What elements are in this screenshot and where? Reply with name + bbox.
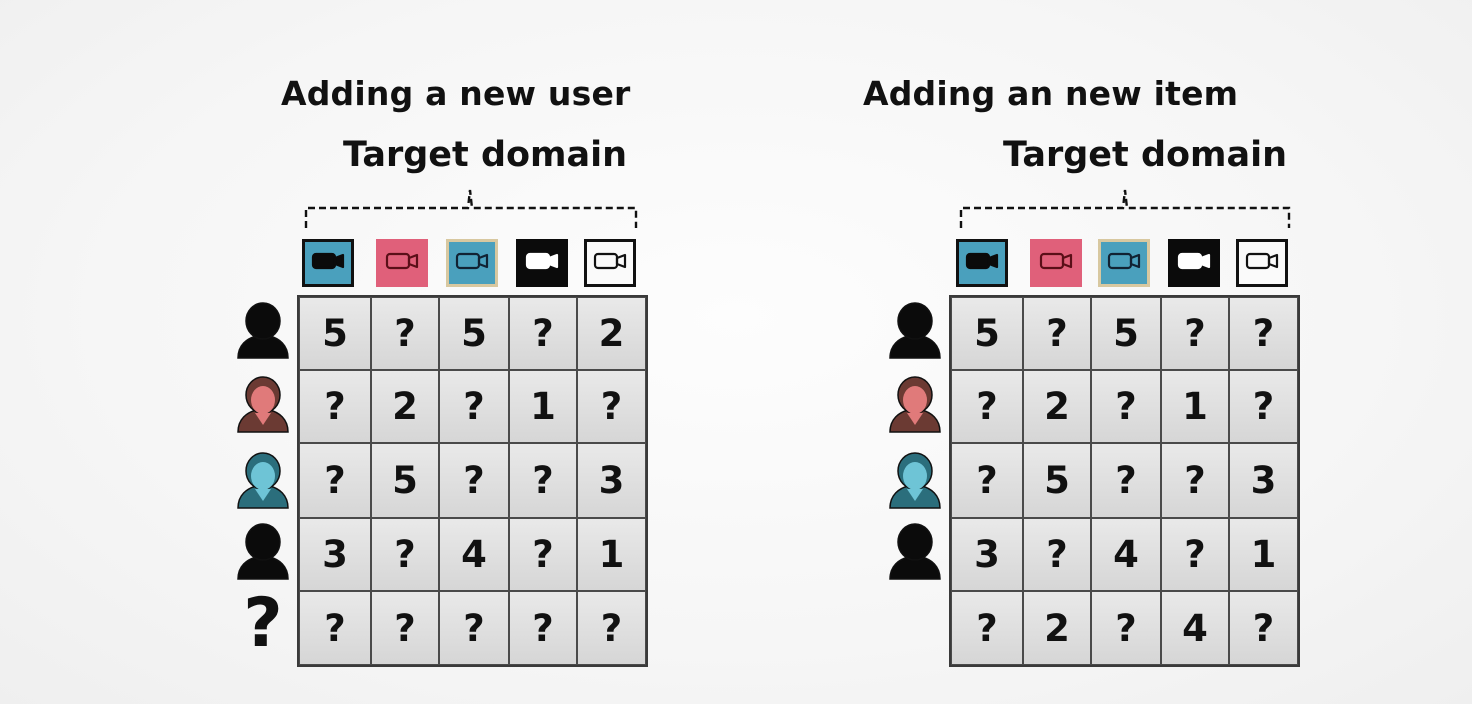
matrix-cell: ? bbox=[371, 297, 439, 370]
matrix-cell: ? bbox=[1161, 297, 1229, 370]
target-domain-brace bbox=[959, 189, 1291, 228]
item-2 bbox=[446, 239, 498, 287]
matrix-cell: 2 bbox=[1023, 370, 1091, 443]
matrix-cell: 5 bbox=[299, 297, 371, 370]
item-4 bbox=[584, 239, 636, 287]
item-3 bbox=[1168, 239, 1220, 287]
user-1 bbox=[886, 375, 944, 437]
user-teal-icon bbox=[887, 451, 943, 513]
panel-title: Adding a new user bbox=[281, 74, 631, 113]
new-user-question-mark: ? bbox=[243, 584, 283, 663]
matrix-cell: ? bbox=[1023, 518, 1091, 591]
new-user-placeholder: ? bbox=[234, 590, 292, 658]
user-3 bbox=[886, 522, 944, 584]
camera-icon bbox=[385, 251, 419, 275]
matrix-cell: 5 bbox=[1091, 297, 1161, 370]
user-red-icon bbox=[235, 375, 291, 437]
user-black-icon bbox=[235, 301, 291, 363]
matrix-cell: ? bbox=[577, 591, 646, 665]
user-black-icon bbox=[235, 522, 291, 584]
matrix-cell: ? bbox=[951, 370, 1023, 443]
camera-icon bbox=[455, 251, 489, 275]
matrix-cell: ? bbox=[1091, 443, 1161, 518]
matrix-cell: 1 bbox=[1229, 518, 1298, 591]
user-1 bbox=[234, 375, 292, 437]
rating-matrix: 5 ? 5 ? 2 ? 2 ? 1 ? ? 5 ? ? 3 3 ? 4 ? 1 … bbox=[297, 295, 648, 667]
matrix-cell: 2 bbox=[371, 370, 439, 443]
camera-icon bbox=[1039, 251, 1073, 275]
item-1 bbox=[1030, 239, 1082, 287]
matrix-cell: 2 bbox=[577, 297, 646, 370]
matrix-cell: 2 bbox=[1023, 591, 1091, 665]
matrix-cell: 3 bbox=[577, 443, 646, 518]
matrix-cell: ? bbox=[299, 591, 371, 665]
matrix-cell: ? bbox=[299, 443, 371, 518]
matrix-cell: ? bbox=[951, 443, 1023, 518]
matrix-cell: 5 bbox=[439, 297, 509, 370]
target-domain-label: Target domain bbox=[343, 135, 628, 175]
matrix-cell: 3 bbox=[951, 518, 1023, 591]
item-1 bbox=[376, 239, 428, 287]
matrix-cell: ? bbox=[577, 370, 646, 443]
matrix-cell: ? bbox=[951, 591, 1023, 665]
matrix-cell: ? bbox=[1229, 297, 1298, 370]
matrix-cell: 4 bbox=[1091, 518, 1161, 591]
matrix-cell: ? bbox=[1091, 591, 1161, 665]
panel-add-user: Adding a new user Target domain ? 5 ? 5 … bbox=[0, 0, 700, 704]
user-black-icon bbox=[887, 301, 943, 363]
user-black-icon bbox=[887, 522, 943, 584]
target-domain-label: Target domain bbox=[1003, 135, 1288, 175]
camera-icon bbox=[1245, 251, 1279, 275]
user-2 bbox=[234, 451, 292, 513]
panel-title: Adding an new item bbox=[863, 74, 1239, 113]
camera-icon bbox=[593, 251, 627, 275]
camera-icon bbox=[1177, 251, 1211, 275]
target-domain-brace bbox=[304, 189, 638, 228]
matrix-cell: 3 bbox=[1229, 443, 1298, 518]
user-3 bbox=[234, 522, 292, 584]
matrix-cell: ? bbox=[439, 591, 509, 665]
matrix-cell: 5 bbox=[371, 443, 439, 518]
matrix-cell: ? bbox=[509, 591, 577, 665]
item-0 bbox=[302, 239, 354, 287]
matrix-cell: 4 bbox=[1161, 591, 1229, 665]
matrix-cell: 1 bbox=[577, 518, 646, 591]
panel-add-item: Adding an new item Target domain 5 ? 5 ?… bbox=[600, 0, 1300, 704]
rating-matrix: 5 ? 5 ? ? ? 2 ? 1 ? ? 5 ? ? 3 3 ? 4 ? 1 … bbox=[949, 295, 1300, 667]
matrix-cell: 5 bbox=[951, 297, 1023, 370]
user-2 bbox=[886, 451, 944, 513]
matrix-cell: ? bbox=[439, 370, 509, 443]
matrix-cell: ? bbox=[1229, 370, 1298, 443]
matrix-cell: ? bbox=[1161, 443, 1229, 518]
matrix-cell: ? bbox=[1091, 370, 1161, 443]
camera-icon bbox=[1107, 251, 1141, 275]
matrix-cell: ? bbox=[299, 370, 371, 443]
matrix-cell: 4 bbox=[439, 518, 509, 591]
user-0 bbox=[886, 301, 944, 363]
item-2 bbox=[1098, 239, 1150, 287]
camera-icon bbox=[311, 251, 345, 275]
user-red-icon bbox=[887, 375, 943, 437]
matrix-cell: 1 bbox=[509, 370, 577, 443]
matrix-cell: ? bbox=[371, 518, 439, 591]
matrix-cell: 3 bbox=[299, 518, 371, 591]
matrix-cell: ? bbox=[509, 443, 577, 518]
user-0 bbox=[234, 301, 292, 363]
user-teal-icon bbox=[235, 451, 291, 513]
item-4 bbox=[1236, 239, 1288, 287]
matrix-cell: ? bbox=[371, 591, 439, 665]
matrix-cell: ? bbox=[439, 443, 509, 518]
matrix-cell: ? bbox=[1023, 297, 1091, 370]
item-3 bbox=[516, 239, 568, 287]
matrix-cell: ? bbox=[509, 518, 577, 591]
matrix-cell: 1 bbox=[1161, 370, 1229, 443]
camera-icon bbox=[525, 251, 559, 275]
matrix-cell: 5 bbox=[1023, 443, 1091, 518]
matrix-cell: ? bbox=[1229, 591, 1298, 665]
matrix-cell: ? bbox=[1161, 518, 1229, 591]
item-0 bbox=[956, 239, 1008, 287]
camera-icon bbox=[965, 251, 999, 275]
matrix-cell: ? bbox=[509, 297, 577, 370]
